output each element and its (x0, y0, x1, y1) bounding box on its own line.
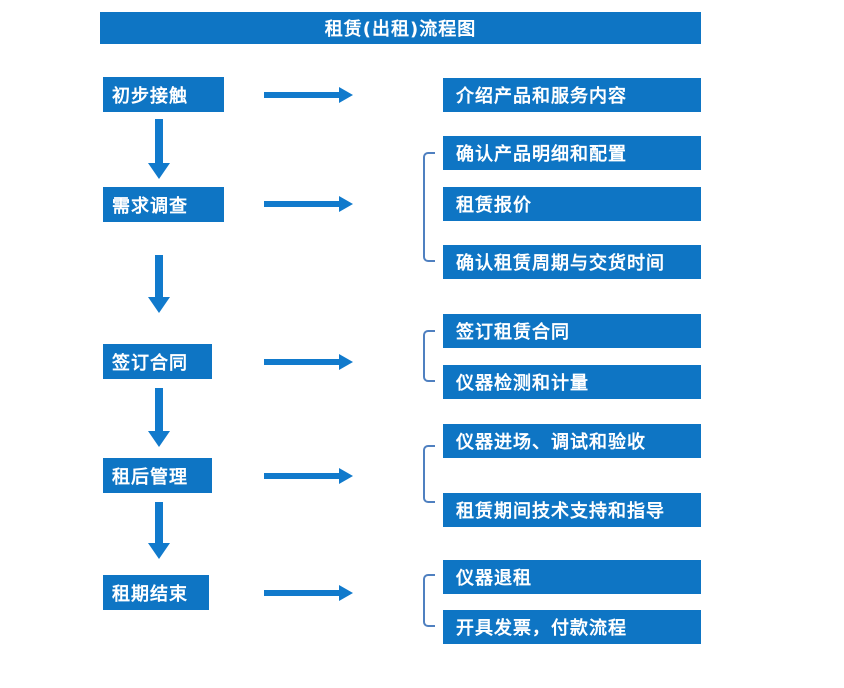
output-box-technical-support: 租赁期间技术支持和指导 (443, 493, 701, 527)
step-box-demand-survey: 需求调查 (103, 187, 224, 222)
step-box-post-rental-management: 租后管理 (103, 458, 212, 493)
down-arrow-connector-1 (148, 119, 170, 179)
right-arrow-connector-5 (264, 585, 353, 601)
right-arrow-connector-4 (264, 468, 353, 484)
group-bracket-post-rental-management (423, 445, 435, 503)
output-box-rental-quotation: 租赁报价 (443, 187, 701, 221)
down-arrow-connector-2 (148, 255, 170, 313)
output-box-invoice-payment: 开具发票，付款流程 (443, 610, 701, 644)
diagram-title: 租赁(出租)流程图 (100, 12, 701, 44)
step-box-rental-end: 租期结束 (103, 575, 209, 610)
group-bracket-demand-survey (423, 152, 435, 262)
step-box-initial-contact: 初步接触 (103, 77, 224, 112)
step-box-sign-contract: 签订合同 (103, 344, 212, 379)
down-arrow-connector-3 (148, 388, 170, 447)
output-box-instrument-setup-acceptance: 仪器进场、调试和验收 (443, 424, 701, 458)
right-arrow-connector-2 (264, 196, 353, 212)
down-arrow-connector-4 (148, 502, 170, 559)
group-bracket-sign-contract (423, 330, 435, 382)
right-arrow-connector-3 (264, 354, 353, 370)
output-box-confirm-product-details: 确认产品明细和配置 (443, 136, 701, 170)
output-box-confirm-period-delivery: 确认租赁周期与交货时间 (443, 245, 701, 279)
group-bracket-rental-end (423, 574, 435, 627)
output-box-sign-rental-contract: 签订租赁合同 (443, 314, 701, 348)
output-box-introduce-products: 介绍产品和服务内容 (443, 78, 701, 112)
output-box-instrument-return: 仪器退租 (443, 560, 701, 594)
right-arrow-connector-1 (264, 87, 353, 103)
output-box-instrument-testing: 仪器检测和计量 (443, 365, 701, 399)
